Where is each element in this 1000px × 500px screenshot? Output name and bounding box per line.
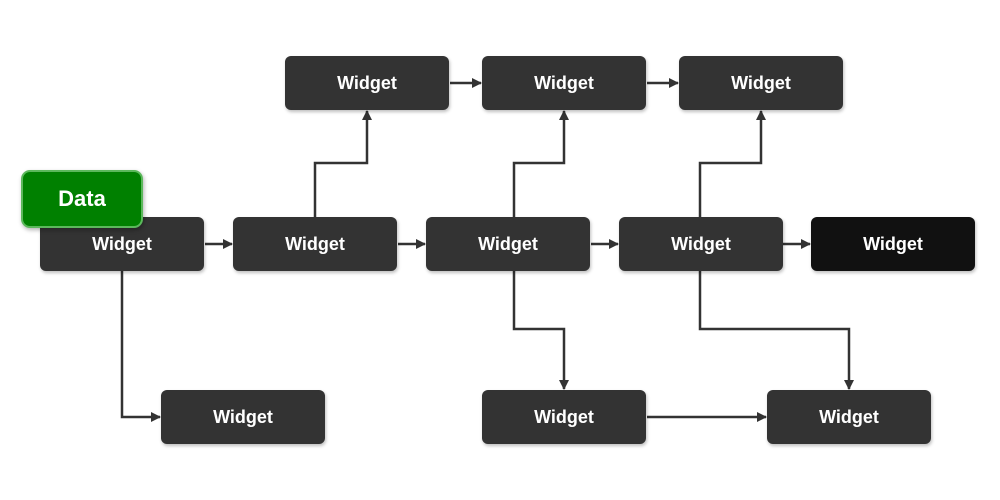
widget-node-b2[interactable]: Widget [482, 390, 646, 444]
edge-m3-b2 [512, 271, 569, 390]
widget-node-m3[interactable]: Widget [426, 217, 590, 271]
widget-node-m2[interactable]: Widget [233, 217, 397, 271]
widget-node-b1[interactable]: Widget [161, 390, 325, 444]
edge-m2-t1 [313, 110, 372, 217]
edge-m1-b1 [120, 271, 161, 422]
widget-node-b3[interactable]: Widget [767, 390, 931, 444]
edge-m4-b3 [698, 271, 854, 390]
widget-node-t3[interactable]: Widget [679, 56, 843, 110]
widget-node-t1[interactable]: Widget [285, 56, 449, 110]
widget-node-m5-terminal[interactable]: Widget [811, 217, 975, 271]
edge-m4-t3 [698, 110, 766, 217]
data-tag-badge[interactable]: Data [21, 170, 143, 228]
widget-node-m4[interactable]: Widget [619, 217, 783, 271]
edge-m3-t2 [512, 110, 569, 217]
widget-node-t2[interactable]: Widget [482, 56, 646, 110]
